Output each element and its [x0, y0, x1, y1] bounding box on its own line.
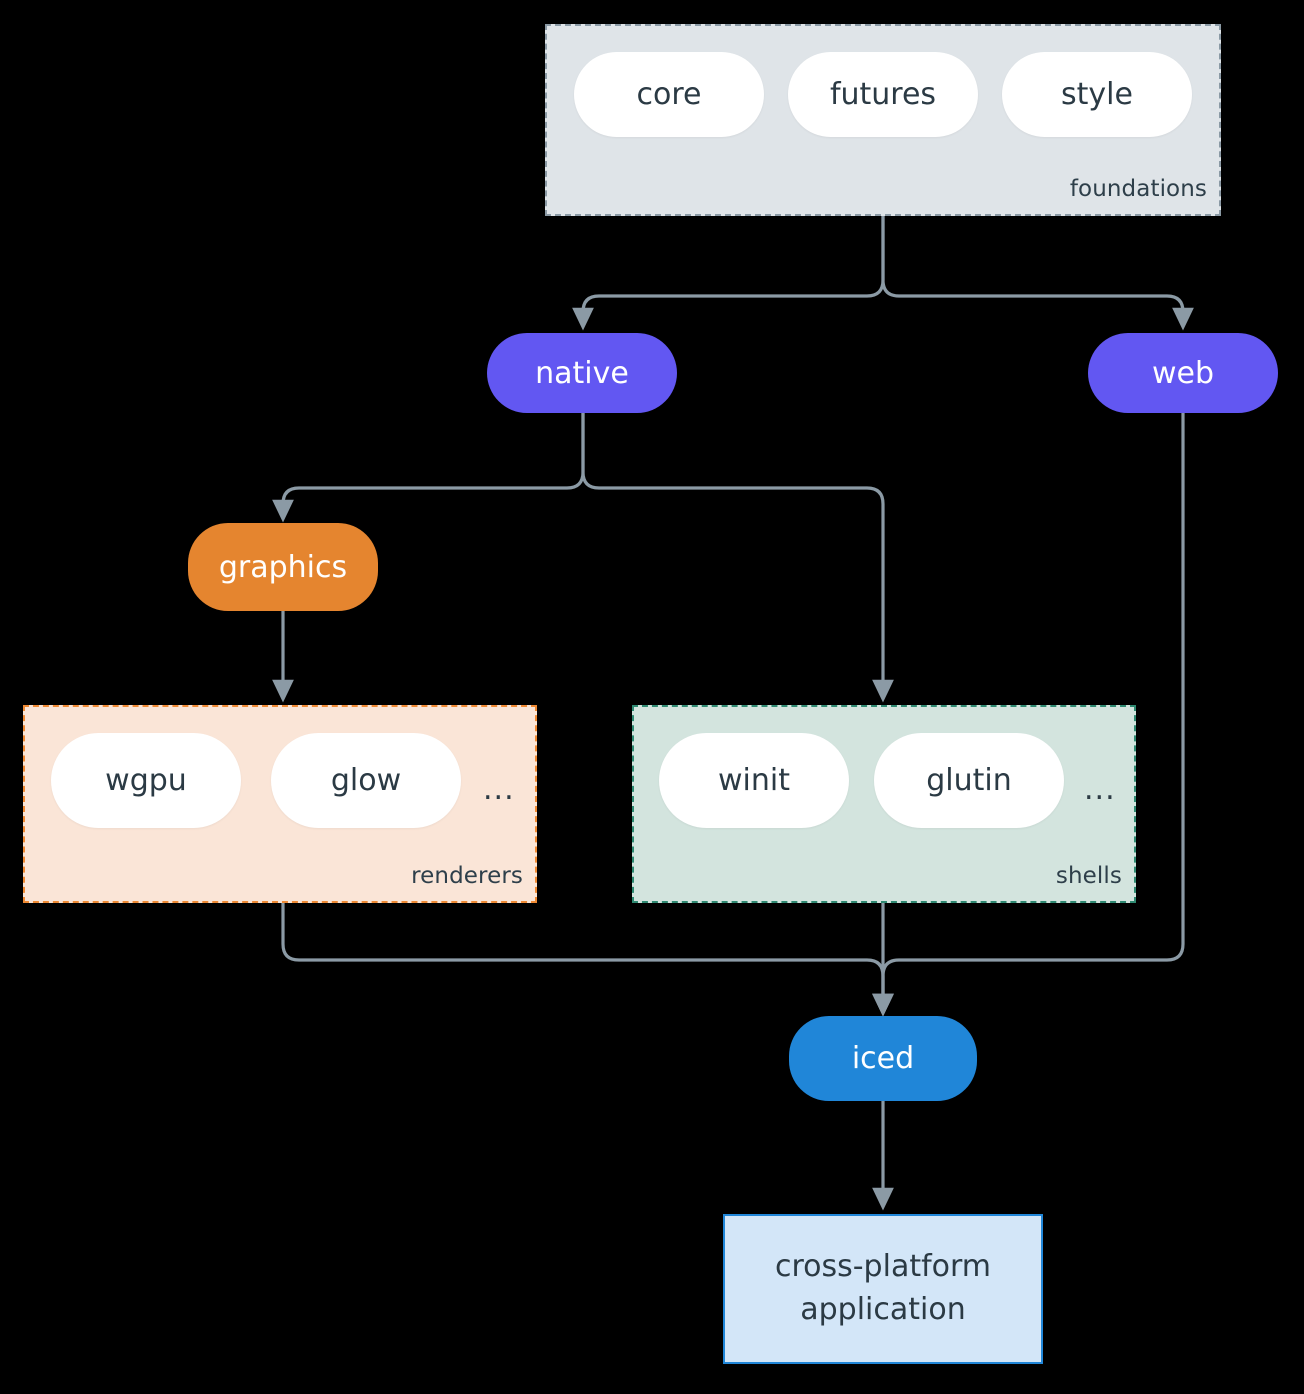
renderers-ellipsis: ... — [483, 772, 515, 807]
cluster-foundations-label: foundations — [1069, 176, 1207, 202]
node-style-label: style — [1061, 77, 1133, 112]
node-web[interactable]: web — [1088, 333, 1278, 413]
node-core[interactable]: core — [574, 52, 764, 137]
node-glutin-label: glutin — [926, 763, 1012, 798]
edge-native-graphics — [272, 410, 585, 523]
node-wgpu-label: wgpu — [105, 763, 187, 798]
edge-foundations-native — [572, 214, 885, 331]
node-winit-label: winit — [718, 763, 790, 798]
node-native[interactable]: native — [487, 333, 677, 413]
node-wgpu[interactable]: wgpu — [51, 733, 241, 828]
cluster-shells: winit glutin ... shells — [632, 705, 1136, 903]
node-iced-label: iced — [851, 1041, 915, 1076]
shells-ellipsis: ... — [1084, 772, 1116, 807]
node-futures[interactable]: futures — [788, 52, 978, 137]
node-glow-label: glow — [330, 763, 402, 798]
node-style[interactable]: style — [1002, 52, 1192, 137]
cluster-renderers: wgpu glow ... renderers — [23, 705, 537, 903]
edge-foundations-web — [881, 214, 1194, 331]
node-native-label: native — [535, 355, 629, 391]
cluster-renderers-label: renderers — [411, 863, 523, 889]
cluster-foundations: core futures style foundations — [545, 24, 1221, 216]
node-graphics-label: graphics — [218, 549, 348, 585]
node-iced[interactable]: iced — [789, 1016, 977, 1101]
node-application-label-line2: application — [800, 1292, 966, 1327]
node-graphics[interactable]: graphics — [188, 523, 378, 611]
edge-renderers-iced — [281, 901, 894, 1017]
edge-native-shells — [581, 410, 894, 703]
node-core-label: core — [636, 77, 702, 112]
node-web-label: web — [1151, 355, 1215, 391]
cluster-shells-label: shells — [1055, 863, 1122, 889]
node-application[interactable]: cross-platform application — [723, 1214, 1043, 1364]
node-glutin[interactable]: glutin — [874, 733, 1064, 828]
node-winit[interactable]: winit — [659, 733, 849, 828]
node-futures-label: futures — [829, 77, 937, 112]
node-glow[interactable]: glow — [271, 733, 461, 828]
node-application-label-line1: cross-platform — [774, 1249, 992, 1285]
